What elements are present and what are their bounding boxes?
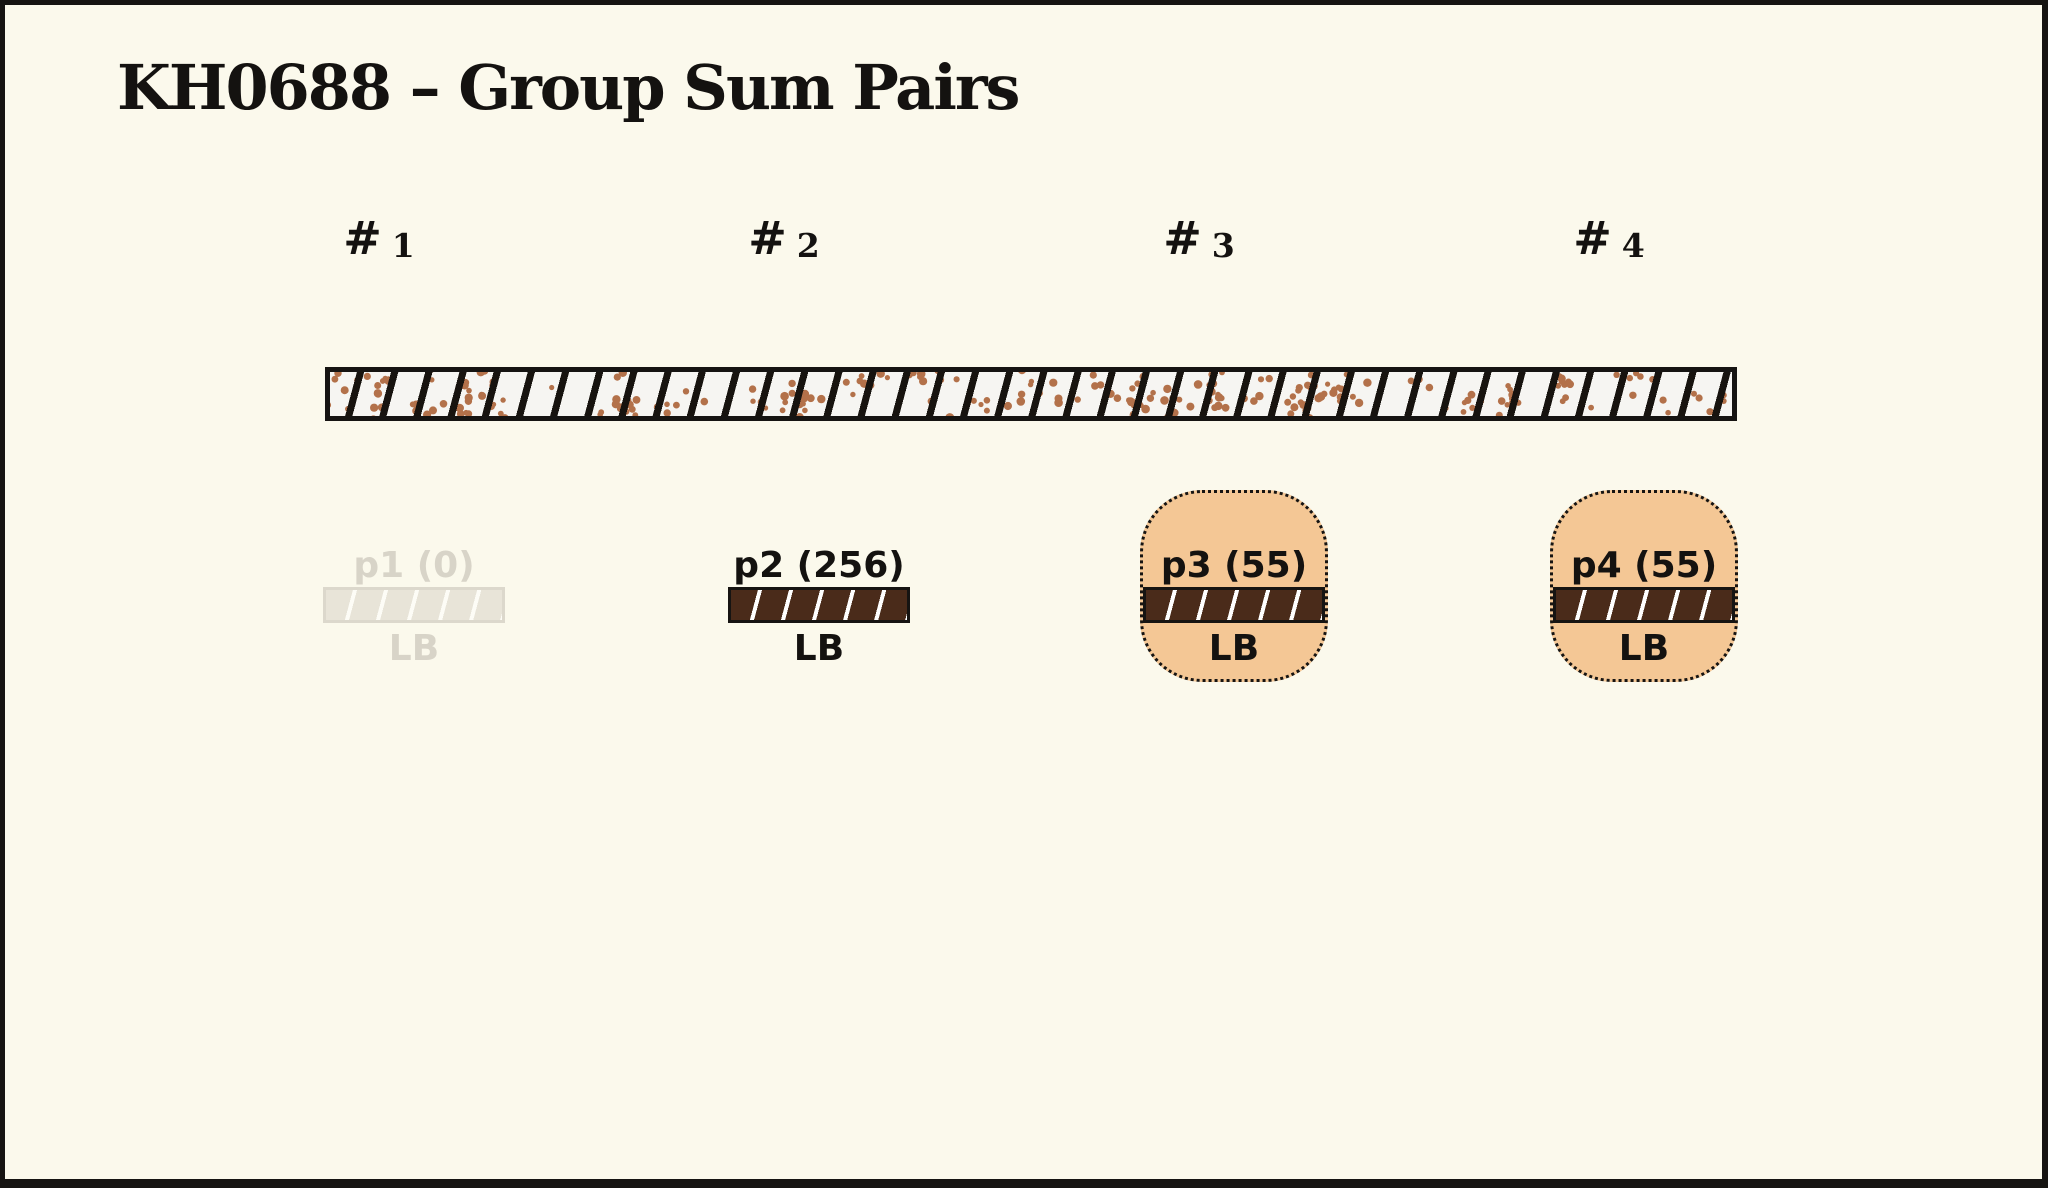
- process-label: p3 (55): [1160, 545, 1308, 586]
- column-header-4: #4: [1518, 211, 1700, 266]
- column-header-2: #2: [693, 211, 875, 266]
- process-column-p1: p1 (0) LB: [323, 465, 505, 705]
- process-bar-ghost: [323, 587, 505, 623]
- column-header-1: #1: [288, 211, 470, 266]
- process-bar: [728, 587, 910, 623]
- header-hash: #: [1573, 211, 1612, 265]
- header-number: 4: [1621, 226, 1645, 265]
- hatch-stripes: [330, 372, 1732, 416]
- process-label: p4 (55): [1570, 545, 1718, 586]
- process-column-p4: p4 (55) LB: [1550, 465, 1738, 705]
- process-sub-label: LB: [388, 628, 440, 669]
- process-sub-label: LB: [793, 628, 845, 669]
- header-number: 1: [391, 226, 415, 265]
- process-bar: [1553, 587, 1735, 623]
- highlight-squircle: [1550, 490, 1738, 682]
- highlight-squircle: [1140, 490, 1328, 682]
- header-hash: #: [343, 211, 382, 265]
- header-number: 3: [1211, 226, 1235, 265]
- page-title: KH0688 – Group Sum Pairs: [117, 51, 1020, 124]
- header-hash: #: [748, 211, 787, 265]
- process-sub-label: LB: [1618, 628, 1670, 669]
- header-hash: #: [1163, 211, 1202, 265]
- process-label: p2 (256): [733, 545, 905, 586]
- header-number: 2: [796, 226, 820, 265]
- process-bar: [1143, 587, 1325, 623]
- process-column-p2: p2 (256) LB: [728, 465, 910, 705]
- process-column-p3: p3 (55) LB: [1140, 465, 1328, 705]
- group-sum-bar: [325, 367, 1737, 421]
- process-sub-label: LB: [1208, 628, 1260, 669]
- process-label: p1 (0): [353, 545, 475, 586]
- column-header-3: #3: [1108, 211, 1290, 266]
